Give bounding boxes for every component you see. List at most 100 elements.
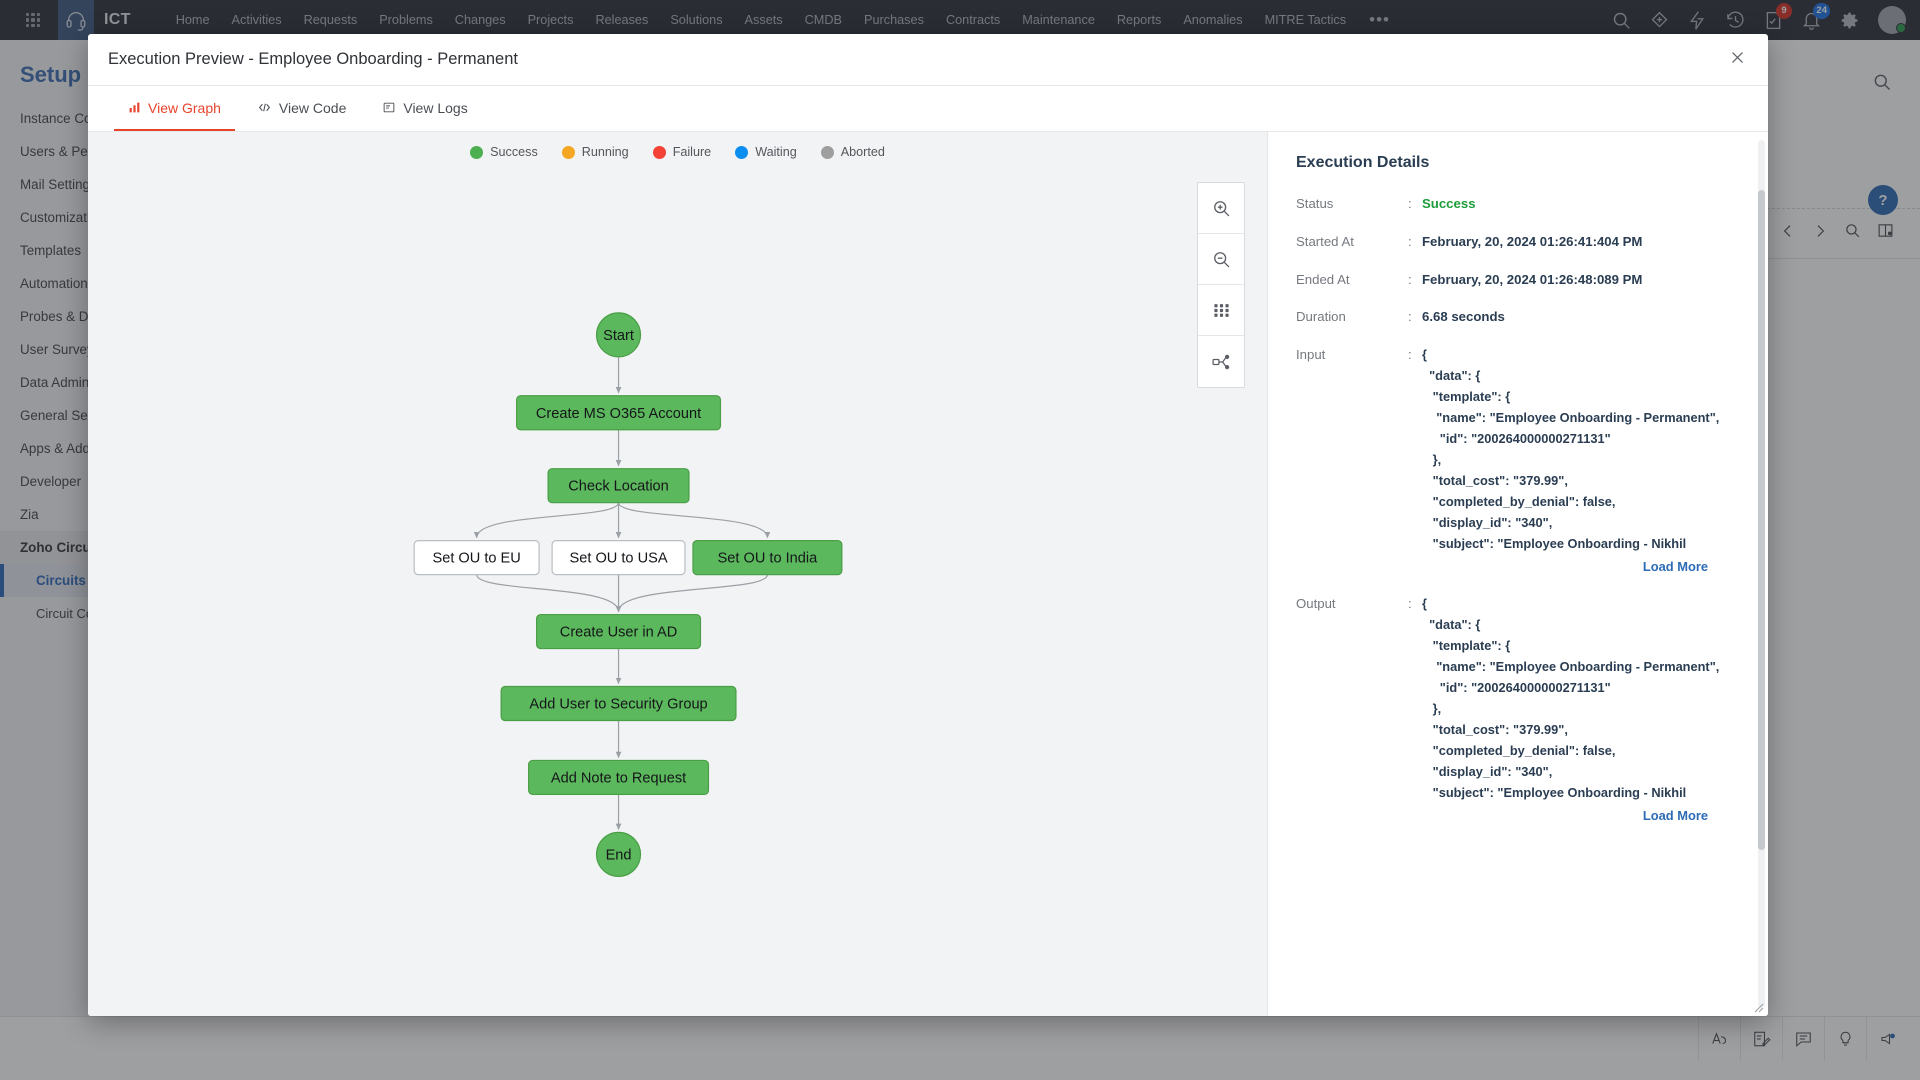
bell-icon[interactable]: 24 <box>1800 3 1830 31</box>
graph-edge <box>473 502 620 539</box>
tab-label: View Graph <box>148 99 221 116</box>
search-icon[interactable] <box>1610 9 1632 31</box>
graph-node-ou_india[interactable]: Set OU to India <box>692 540 843 576</box>
headset-icon[interactable] <box>58 0 94 40</box>
nav-item-assets[interactable]: Assets <box>744 13 783 27</box>
graph-node-o365[interactable]: Create MS O365 Account <box>516 395 722 431</box>
flow-layout-icon[interactable] <box>1198 336 1244 387</box>
sidebar-item-automation[interactable]: Automation <box>20 276 88 291</box>
search-icon[interactable] <box>1872 72 1892 97</box>
graph-node-start[interactable]: Start <box>595 312 642 358</box>
colon: : <box>1408 233 1412 249</box>
avatar[interactable] <box>1878 6 1906 34</box>
lightning-icon[interactable] <box>1686 9 1708 31</box>
legend-dot-failure <box>652 145 666 159</box>
json-line: "completed_by_denial": false, <box>1422 743 1616 759</box>
tasks-icon[interactable]: 9 <box>1762 3 1792 31</box>
node-shape <box>536 613 702 650</box>
colon: : <box>1408 196 1412 211</box>
legend-item-waiting: Waiting <box>735 145 797 159</box>
sidebar-item-zia[interactable]: Zia <box>20 507 39 522</box>
legend-item-aborted: Aborted <box>820 145 885 159</box>
sidebar-item-developer[interactable]: Developer <box>20 474 82 489</box>
load-more-input-button[interactable]: Load More <box>1642 559 1708 575</box>
add-tag-icon[interactable] <box>1648 9 1670 31</box>
nav-item-reports[interactable]: Reports <box>1116 13 1162 27</box>
help-button[interactable]: ? <box>1868 185 1898 215</box>
scrollbar-thumb[interactable] <box>1758 190 1765 850</box>
graph-node-ou_eu[interactable]: Set OU to EU <box>413 540 540 576</box>
app-grid-icon[interactable] <box>26 13 40 27</box>
nav-item-releases[interactable]: Releases <box>595 13 649 27</box>
grid-layout-icon[interactable] <box>1198 285 1244 336</box>
graph-node-secgroup[interactable]: Add User to Security Group <box>500 685 737 722</box>
detail-label: Started At <box>1296 233 1354 249</box>
detail-row-duration: Duration : 6.68 seconds <box>1296 307 1734 327</box>
detail-label: Input <box>1296 347 1326 363</box>
tab-view-graph[interactable]: View Graph <box>114 86 235 131</box>
close-icon[interactable] <box>1725 45 1750 74</box>
detail-row-output: Output : { "data": { "template": { "name… <box>1296 594 1734 825</box>
nav-item-problems[interactable]: Problems <box>379 13 433 27</box>
chevron-left-icon[interactable] <box>1780 223 1796 242</box>
nav-item-anomalies[interactable]: Anomalies <box>1183 13 1243 27</box>
sidebar-item-templates[interactable]: Templates <box>20 243 82 258</box>
chevron-right-icon[interactable] <box>1812 223 1828 242</box>
translate-icon[interactable] <box>1698 1017 1740 1060</box>
node-shape <box>500 685 737 722</box>
nav-item-projects[interactable]: Projects <box>527 13 574 27</box>
gear-icon[interactable] <box>1838 9 1860 31</box>
legend-dot-aborted <box>820 145 834 159</box>
node-shape <box>595 312 642 358</box>
json-line: "name": "Employee Onboarding - Permanent… <box>1422 410 1720 426</box>
resize-handle[interactable] <box>1752 1000 1764 1013</box>
nav-item-maintenance[interactable]: Maintenance <box>1022 13 1095 27</box>
zoom-out-icon[interactable] <box>1198 234 1244 285</box>
graph-node-addnote[interactable]: Add Note to Request <box>528 759 710 796</box>
zoom-in-icon[interactable] <box>1198 183 1244 234</box>
top-nav-actions: 9 24 <box>1610 0 1906 40</box>
modal-header: Execution Preview - Employee Onboarding … <box>88 34 1768 86</box>
nav-item-requests[interactable]: Requests <box>303 13 358 27</box>
nav-item-changes[interactable]: Changes <box>454 13 506 27</box>
graph-node-ou_usa[interactable]: Set OU to USA <box>551 540 686 576</box>
edit-note-icon[interactable] <box>1740 1017 1782 1060</box>
legend-item-running: Running <box>561 145 629 159</box>
detail-row-status: Status : Success <box>1296 194 1734 214</box>
sidebar-item-customization[interactable]: Customization <box>20 210 105 225</box>
sidebar-item-user-survey[interactable]: User Survey <box>20 342 94 357</box>
graph-edge <box>476 574 622 613</box>
nav-more-icon[interactable]: ••• <box>1369 10 1390 29</box>
json-line: "completed_by_denial": false, <box>1422 494 1616 510</box>
nav-item-purchases[interactable]: Purchases <box>863 13 924 27</box>
json-line: "id": "200264000000271131" <box>1422 680 1611 696</box>
graph-node-checkloc[interactable]: Check Location <box>547 468 690 504</box>
json-line: { <box>1422 596 1427 612</box>
chat-icon[interactable] <box>1782 1017 1824 1060</box>
graph-node-createad[interactable]: Create User in AD <box>536 613 702 650</box>
colon: : <box>1408 347 1412 363</box>
column-settings-icon[interactable] <box>1877 222 1894 242</box>
json-line: "subject": "Employee Onboarding - Nikhil <box>1422 785 1687 801</box>
node-label: Set OU to USA <box>570 551 668 567</box>
load-more-output-button[interactable]: Load More <box>1642 808 1708 824</box>
nav-item-solutions[interactable]: Solutions <box>670 13 723 27</box>
idea-bulb-icon[interactable] <box>1824 1017 1866 1060</box>
detail-label: Ended At <box>1296 271 1350 287</box>
history-icon[interactable] <box>1724 9 1746 31</box>
tab-view-code[interactable]: View Code <box>243 86 360 131</box>
announce-icon[interactable] <box>1866 1017 1908 1060</box>
bottom-utility-bar <box>0 1016 1920 1060</box>
nav-item-contracts[interactable]: Contracts <box>945 13 1001 27</box>
graph-node-end[interactable]: End <box>595 831 642 877</box>
nav-item-mitre-tactics[interactable]: MITRE Tactics <box>1264 13 1347 27</box>
nav-item-activities[interactable]: Activities <box>231 13 282 27</box>
nav-item-cmdb[interactable]: CMDB <box>804 13 842 27</box>
brand-name: ICT <box>104 11 131 28</box>
sidebar-item-mail-settings[interactable]: Mail Settings <box>20 177 97 192</box>
legend-label: Running <box>581 145 629 159</box>
nav-item-home[interactable]: Home <box>175 13 210 27</box>
tab-view-logs[interactable]: View Logs <box>368 86 481 131</box>
search-icon[interactable] <box>1844 222 1861 242</box>
